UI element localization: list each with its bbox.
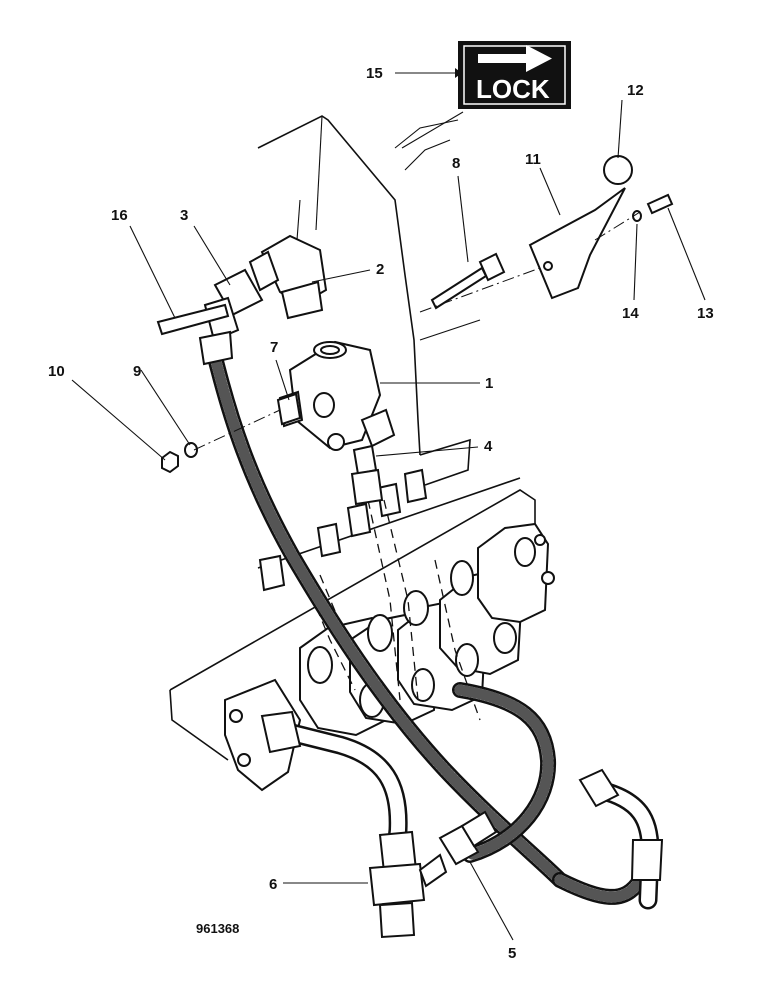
valve-spools xyxy=(258,468,428,592)
lock-sign: LOCK xyxy=(458,41,571,109)
hose-clip-16 xyxy=(156,303,230,336)
drawing-number: 961368 xyxy=(196,921,239,936)
control-valve-block xyxy=(169,468,555,792)
rigid-pipe-6 xyxy=(260,710,408,870)
centre-lines xyxy=(193,211,641,451)
union-6 xyxy=(368,830,448,939)
adapter-5 xyxy=(438,810,498,866)
callout-6: 6 xyxy=(269,876,277,893)
callout-16: 16 xyxy=(111,207,128,224)
return-hose xyxy=(452,682,656,905)
callout-8: 8 xyxy=(452,155,460,172)
callout-9: 9 xyxy=(133,363,141,380)
right-arrow-icon xyxy=(478,45,552,72)
rigid-pipe-right xyxy=(578,768,664,910)
lever-11 xyxy=(528,187,626,300)
callout-4: 4 xyxy=(484,438,493,455)
side-panel xyxy=(257,115,481,486)
selector-valve-1 xyxy=(278,340,396,451)
knob-12 xyxy=(603,155,633,185)
callout-5: 5 xyxy=(508,945,516,962)
elbow-2 xyxy=(248,234,328,320)
leader-lines xyxy=(71,68,706,941)
callout-15: 15 xyxy=(366,65,383,82)
lock-sign-text: LOCK xyxy=(476,74,550,104)
callout-12: 12 xyxy=(627,82,644,99)
callout-11: 11 xyxy=(525,151,541,168)
screw-13 xyxy=(646,193,674,215)
callout-13: 13 xyxy=(697,305,714,322)
callout-labels: 15 12 11 8 16 3 2 7 10 9 1 4 14 13 6 5 xyxy=(48,65,714,962)
nut-10 xyxy=(161,450,179,474)
hose-16 xyxy=(204,337,568,888)
callout-3: 3 xyxy=(180,207,188,224)
callout-7: 7 xyxy=(270,339,278,356)
callout-1: 1 xyxy=(485,375,493,392)
fitting-4 xyxy=(350,444,384,506)
bolt-8 xyxy=(430,252,506,310)
fitting-7 xyxy=(276,392,302,426)
callout-2: 2 xyxy=(376,261,384,278)
callout-10: 10 xyxy=(48,363,65,380)
callout-14: 14 xyxy=(622,305,639,322)
washer-9 xyxy=(184,442,198,458)
